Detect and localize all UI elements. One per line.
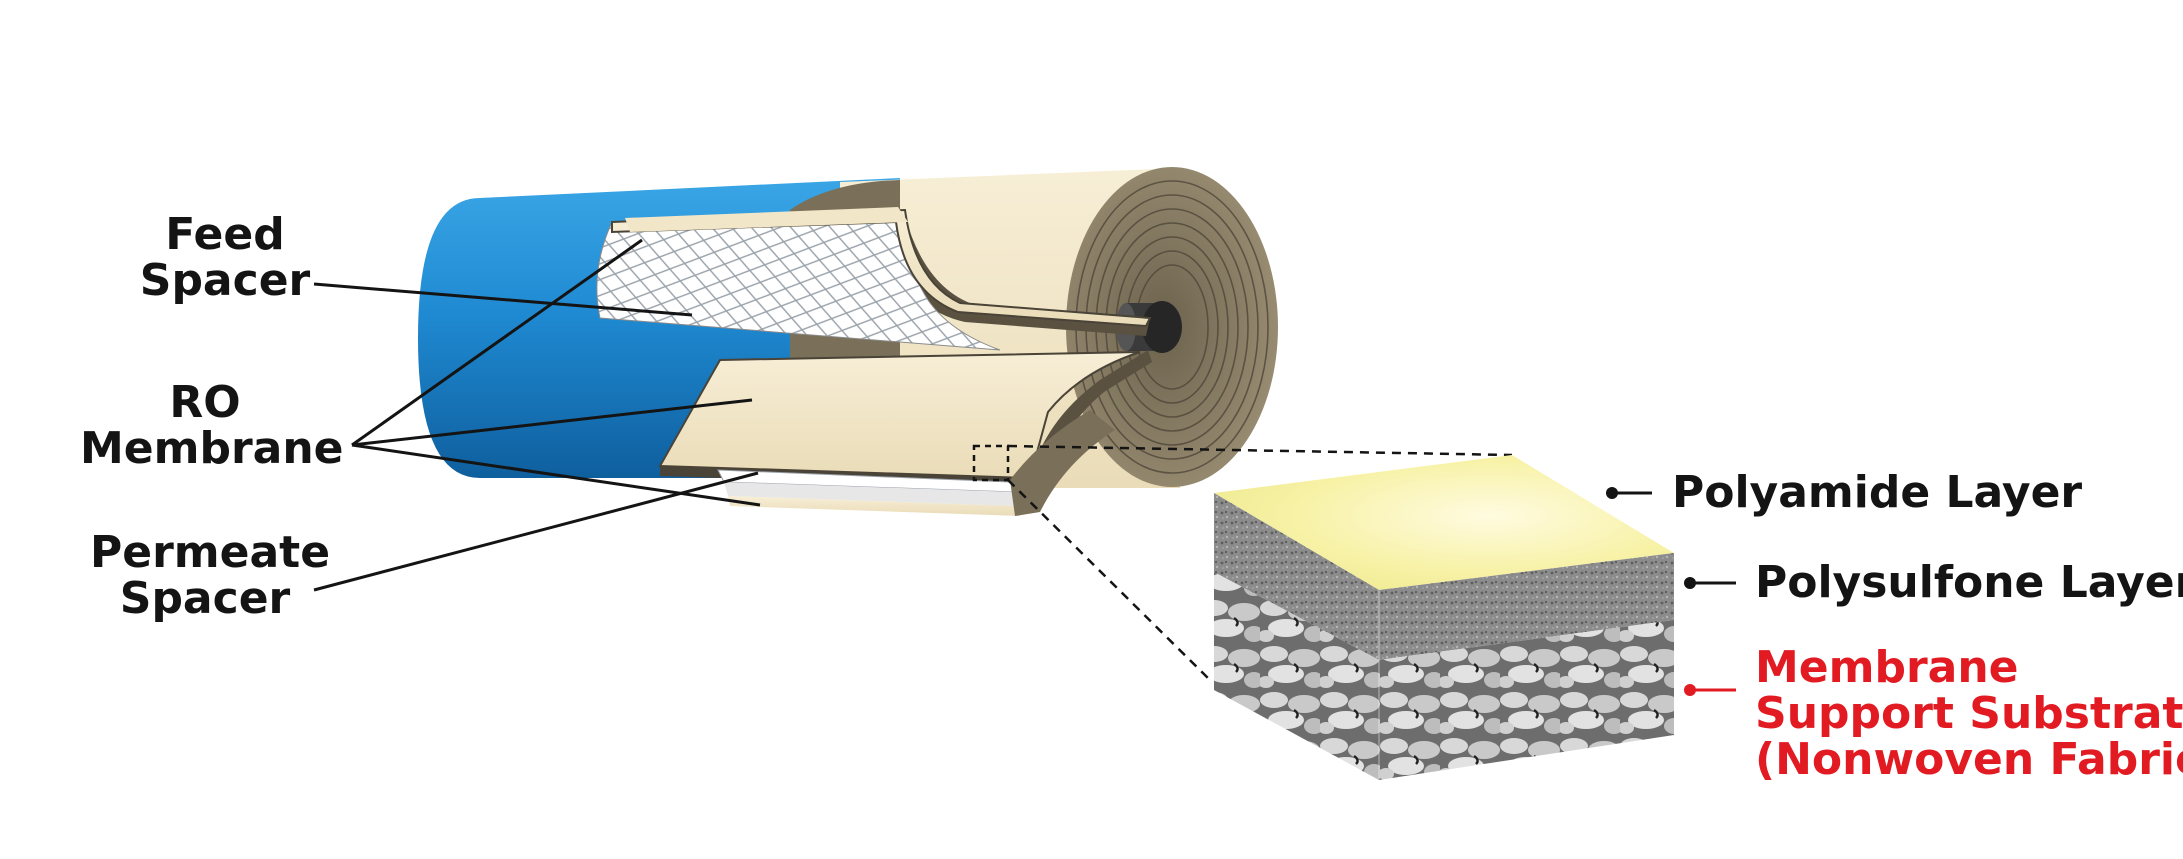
leader-ro-1 <box>351 238 643 447</box>
polysulfone-side-left <box>1214 493 1379 660</box>
label-polysulfone-layer: Polysulfone Layer <box>1755 557 2183 608</box>
substrate-side-left <box>1214 572 1379 780</box>
leader-feed-spacer <box>313 282 693 317</box>
label-polyamide-layer: Polyamide Layer <box>1672 467 2083 518</box>
label-ro-membrane-line2: Membrane <box>80 423 344 474</box>
substrate-side-right <box>1379 620 1674 780</box>
membrane-cross-section <box>1214 455 1674 780</box>
label-support-substrate-line2: Support Substrate <box>1755 688 2183 739</box>
label-support-substrate-line1: Membrane <box>1755 642 2019 693</box>
label-support-substrate: Membrane Support Substrate (Nonwoven Fab… <box>1755 645 2183 783</box>
label-feed-spacer: Feed Spacer <box>120 212 330 304</box>
label-permeate-spacer-line1: Permeate <box>90 527 331 578</box>
zoom-marker <box>972 444 1513 681</box>
label-support-substrate-line3: (Nonwoven Fabric) <box>1755 734 2183 785</box>
label-ro-membrane-line1: RO <box>169 377 241 428</box>
leader-dots <box>1606 487 1736 696</box>
label-feed-spacer-line1: Feed <box>165 209 285 260</box>
leader-permeate-spacer <box>313 471 759 592</box>
leader-ro-2 <box>351 398 753 447</box>
leader-lines <box>313 238 1736 592</box>
label-ro-membrane: RO Membrane <box>80 377 344 474</box>
polyamide-face <box>1214 455 1674 590</box>
polysulfone-side-right <box>1379 553 1674 660</box>
permeate-spacer-sheet <box>717 410 1115 516</box>
label-feed-spacer-line2: Spacer <box>139 255 311 306</box>
dot-polyamide <box>1606 487 1618 499</box>
leader-ro-3 <box>351 443 761 507</box>
label-permeate-spacer-line2: Spacer <box>119 573 291 624</box>
dot-polysulfone <box>1684 577 1696 589</box>
label-permeate-spacer: Permeate Spacer <box>90 527 331 624</box>
